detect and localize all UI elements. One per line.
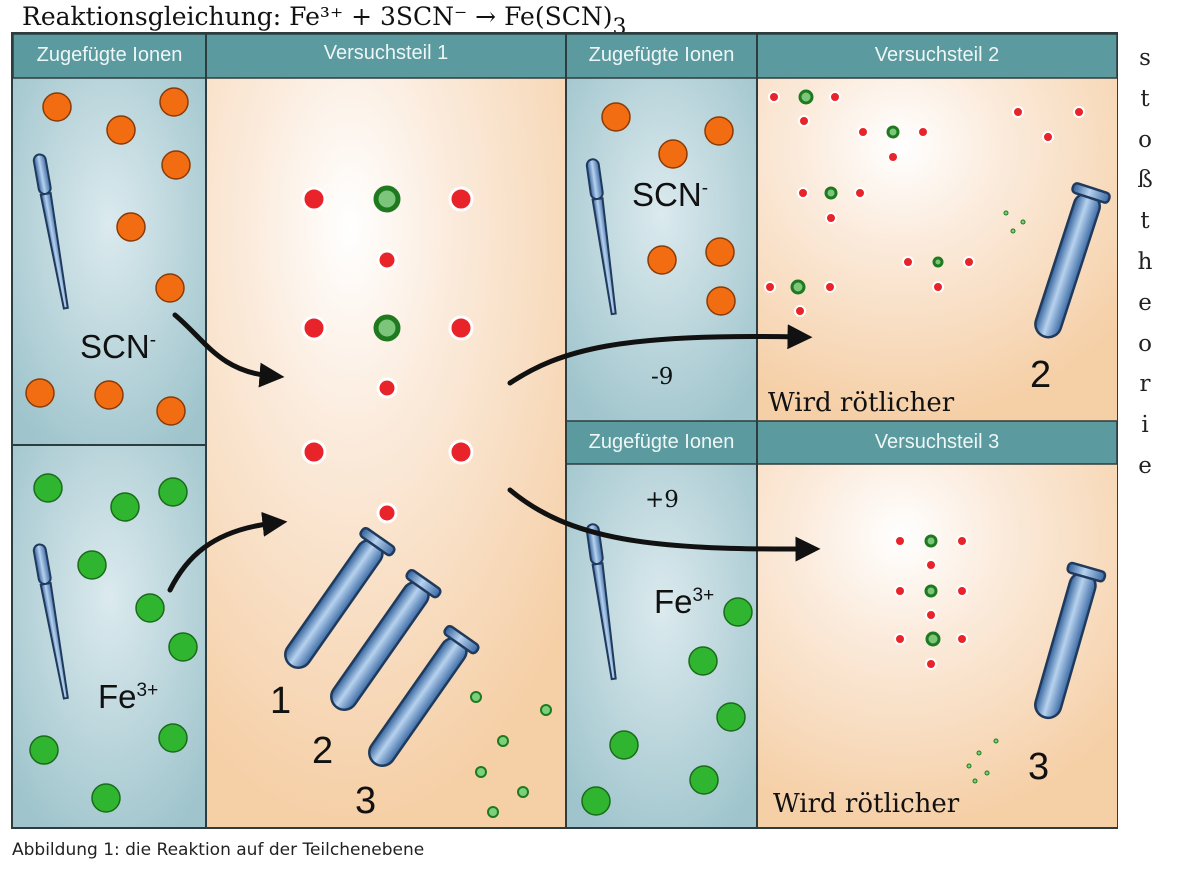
header-part1: Versuchsteil 1 xyxy=(323,42,449,64)
part3-tube-number: 3 xyxy=(1028,746,1050,788)
vertical-letter: o xyxy=(1138,330,1152,357)
part3-change: +9 xyxy=(645,487,679,513)
part2-panel xyxy=(757,78,1117,421)
fe-particles-right xyxy=(581,597,753,816)
vertical-letter: o xyxy=(1138,126,1152,153)
fe-label-left: Fe3+ xyxy=(98,678,159,715)
tube-number-1: 1 xyxy=(270,680,292,722)
scn-label-right: SCN- xyxy=(632,176,709,213)
scn-label-left: SCN- xyxy=(80,328,157,365)
vertical-letter: ß xyxy=(1137,167,1153,194)
vertical-letter: h xyxy=(1137,248,1153,275)
complex-particles-part3 xyxy=(894,534,999,784)
fe-particles-left xyxy=(29,473,198,813)
figure-caption: Abbildung 1: die Reaktion auf der Teilch… xyxy=(12,840,425,860)
complex-particles-part2 xyxy=(764,89,1085,317)
reaction-equation: Reaktionsgleichung: Fe³⁺ + 3SCN⁻ → Fe(SC… xyxy=(22,2,626,40)
complex-particles-part1 xyxy=(301,185,552,818)
header-part2: Versuchsteil 2 xyxy=(874,44,1000,66)
vertical-letter: i xyxy=(1141,412,1149,439)
tube-number-2: 2 xyxy=(312,730,334,772)
equation-text: Reaktionsgleichung: Fe³⁺ + 3SCN⁻ → Fe(SC… xyxy=(22,2,613,31)
vertical-letter: e xyxy=(1138,289,1152,316)
fe-label-right: Fe3+ xyxy=(654,583,715,620)
part2-change: -9 xyxy=(651,364,674,390)
scn-particles-right xyxy=(601,102,736,316)
header-added-ions-left: Zugefügte Ionen xyxy=(36,44,183,66)
right-fe-panel xyxy=(566,464,757,827)
part3-note: Wird rötlicher xyxy=(773,789,960,819)
reaction-arrows xyxy=(167,312,821,593)
header-added-ions-bottom-right: Zugefügte Ionen xyxy=(588,431,735,453)
vertical-letter: s xyxy=(1139,45,1151,71)
tube-number-3: 3 xyxy=(355,780,377,822)
vertical-letter: t xyxy=(1140,85,1150,112)
header-added-ions-top-right: Zugefügte Ionen xyxy=(588,44,735,66)
part2-note: Wird rötlicher xyxy=(768,388,955,418)
vertical-letter: e xyxy=(1138,452,1152,479)
part2-tube-number: 2 xyxy=(1030,354,1052,396)
vertical-letter: t xyxy=(1140,208,1150,235)
header-part3: Versuchsteil 3 xyxy=(874,431,1000,453)
scn-particles-left xyxy=(25,87,191,426)
vertical-letter: r xyxy=(1139,371,1151,398)
vertical-word: s t o ß t h e o r i e xyxy=(1134,38,1156,487)
